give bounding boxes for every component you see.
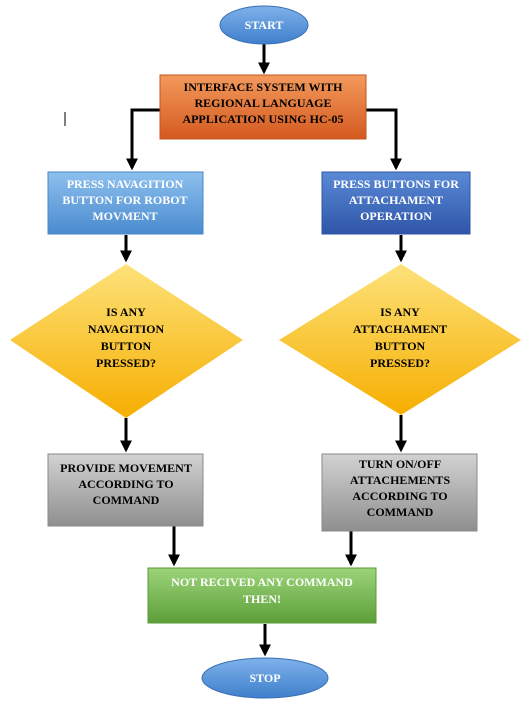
press-nav-node: PRESS NAVAGITION BUTTON FOR ROBOT MOVMENT bbox=[47, 171, 204, 235]
node-text-line: IS ANY bbox=[380, 305, 420, 319]
node-text-line: BUTTON bbox=[375, 339, 426, 353]
decision-attach-label: IS ANY ATTACHAMENT BUTTON PRESSED? bbox=[353, 305, 447, 370]
interface-label: INTERFACE SYSTEM WITH REGIONAL LANGUAGE AP… bbox=[182, 80, 343, 126]
press-attach-label: PRESS BUTTONS FOR ATTACHAMENT OPERATION bbox=[333, 177, 459, 223]
node-text-line: PRESSED? bbox=[370, 356, 430, 370]
node-text-line: BUTTON FOR ROBOT bbox=[62, 193, 187, 207]
provide-movement-label: PROVIDE MOVEMENT ACCORDING TO COMMAND bbox=[60, 461, 192, 507]
node-text-line: OPERATION bbox=[360, 209, 432, 223]
node-text-line: PRESS BUTTONS FOR bbox=[333, 177, 459, 191]
interface-node: INTERFACE SYSTEM WITH REGIONAL LANGUAGE AP… bbox=[159, 74, 367, 140]
not-received-node: NOT RECIVED ANY COMMAND THEN! bbox=[147, 567, 377, 624]
node-text-line: START bbox=[245, 18, 284, 32]
stop-label: STOP bbox=[249, 671, 280, 685]
node-text-line: PRESSED? bbox=[96, 356, 156, 370]
node-text-line: INTERFACE SYSTEM WITH bbox=[184, 80, 344, 94]
node-text-line: COMMAND bbox=[367, 505, 434, 519]
node-text-line: STOP bbox=[249, 671, 280, 685]
node-text-line: THEN! bbox=[243, 592, 281, 606]
provide-movement-node: PROVIDE MOVEMENT ACCORDING TO COMMAND bbox=[47, 453, 204, 527]
node-text-line: APPLICATION USING HC-05 bbox=[182, 112, 343, 126]
node-text-line: ACCORDING TO bbox=[352, 489, 447, 503]
node-text-line: ATTACHEMENTS bbox=[350, 473, 451, 487]
node-text-line: NAVAGITION bbox=[88, 322, 165, 336]
start-node: START bbox=[219, 5, 309, 45]
stop-node: STOP bbox=[201, 657, 329, 699]
arrow-interface-to-attach bbox=[366, 108, 402, 171]
decision-nav-label: IS ANY NAVAGITION BUTTON PRESSED? bbox=[88, 305, 165, 370]
not-received-label: NOT RECIVED ANY COMMAND THEN! bbox=[171, 575, 353, 606]
node-text-line: ATTACHAMENT bbox=[353, 322, 447, 336]
node-text-line: COMMAND bbox=[93, 493, 160, 507]
decision-attach-node: IS ANY ATTACHAMENT BUTTON PRESSED? bbox=[279, 264, 521, 415]
start-label: START bbox=[245, 18, 284, 32]
node-text-line: ATTACHAMENT bbox=[349, 193, 443, 207]
node-text-line: BUTTON bbox=[101, 339, 152, 353]
arrow-interface-to-nav bbox=[126, 108, 160, 171]
press-nav-label: PRESS NAVAGITION BUTTON FOR ROBOT MOVMENT bbox=[62, 177, 187, 223]
turn-onoff-node: TURN ON/OFF ATTACHEMENTS ACCORDING TO COMMA… bbox=[321, 453, 478, 532]
turn-onoff-label: TURN ON/OFF ATTACHEMENTS ACCORDING TO COMMA… bbox=[350, 457, 451, 519]
node-text-line: TURN ON/OFF bbox=[359, 457, 441, 471]
node-text-line: ACCORDING TO bbox=[78, 477, 173, 491]
node-text-line: PROVIDE MOVEMENT bbox=[60, 461, 192, 475]
node-text-line: PRESS NAVAGITION bbox=[67, 177, 184, 191]
decision-nav-node: IS ANY NAVAGITION BUTTON PRESSED? bbox=[10, 264, 243, 418]
node-text-line: REGIONAL LANGUAGE bbox=[194, 96, 331, 110]
press-attach-node: PRESS BUTTONS FOR ATTACHAMENT OPERATION bbox=[321, 171, 471, 235]
node-text-line: IS ANY bbox=[106, 305, 146, 319]
node-text-line: NOT RECIVED ANY COMMAND bbox=[171, 575, 353, 589]
node-text-line: MOVMENT bbox=[92, 209, 157, 223]
connectors bbox=[120, 44, 407, 657]
